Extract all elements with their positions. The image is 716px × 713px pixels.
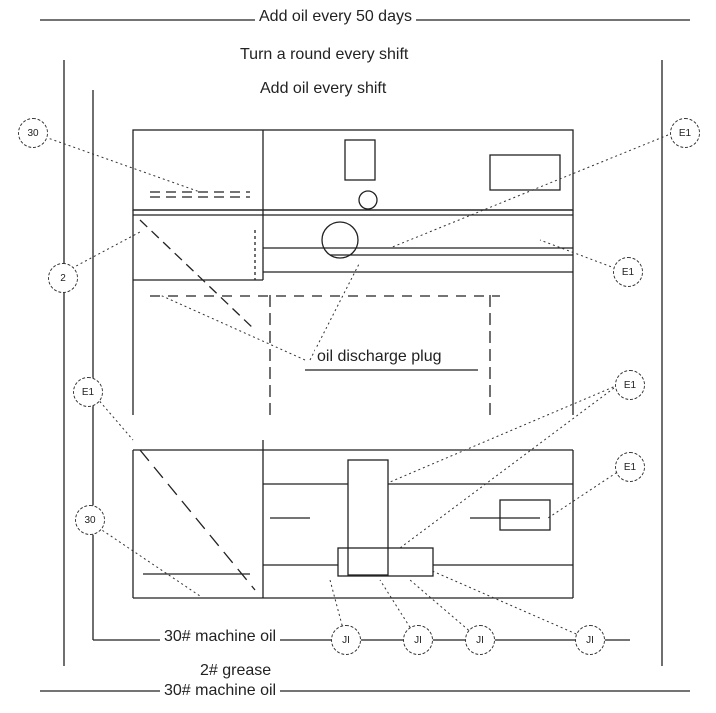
bubble-right-lower-1: E1: [615, 370, 645, 400]
leader-plug-1: [159, 294, 306, 361]
label-add-oil-50-days: Add oil every 50 days: [255, 8, 416, 26]
leader-left-mid: [62, 231, 141, 274]
leader-right-lower-a: [389, 384, 619, 483]
lower-oil-pan: [337, 547, 434, 577]
label-oil-discharge-plug: oil discharge plug: [315, 348, 444, 366]
upper-pulley: [321, 221, 359, 259]
lower-diag: [139, 449, 256, 591]
upper-bracket: [344, 139, 376, 181]
leader-bottom-4: [429, 569, 591, 641]
leader-top-left: [44, 136, 201, 193]
lower-gearbox: [347, 459, 389, 576]
tank-diagonal: [139, 219, 256, 331]
bubble-bottom-2: JI: [403, 625, 433, 655]
bubble-bottom-3: JI: [465, 625, 495, 655]
lower-right-block: [499, 499, 551, 531]
bubble-top-right: E1: [670, 118, 700, 148]
upper-motor: [489, 154, 561, 191]
bubble-bottom-4: JI: [575, 625, 605, 655]
bubble-left-mid: 2: [48, 263, 78, 293]
leader-plug-2: [309, 261, 361, 361]
bubble-top-left: 30: [18, 118, 48, 148]
label-machine-oil-inner: 30# machine oil: [160, 628, 281, 646]
label-grease: 2# grease: [196, 662, 276, 680]
bubble-left-lower: E1: [73, 377, 103, 407]
leader-top-right: [389, 134, 669, 249]
label-turn-round-shift: Turn a round every shift: [236, 46, 413, 64]
upper-frame: [132, 129, 574, 211]
leader-right-mid: [539, 239, 626, 273]
leader-left-bottom: [89, 521, 201, 597]
bubble-left-bottom: 30: [75, 505, 105, 535]
upper-gear: [358, 190, 378, 210]
leader-right-lower-b: [399, 384, 619, 549]
bubble-bottom-1: JI: [331, 625, 361, 655]
label-add-oil-shift: Add oil every shift: [256, 80, 391, 98]
bubble-right-mid: E1: [613, 257, 643, 287]
leader-right-lower-2: [547, 466, 626, 519]
label-machine-oil-outer: 30# machine oil: [160, 682, 281, 700]
bubble-right-lower-2: E1: [615, 452, 645, 482]
